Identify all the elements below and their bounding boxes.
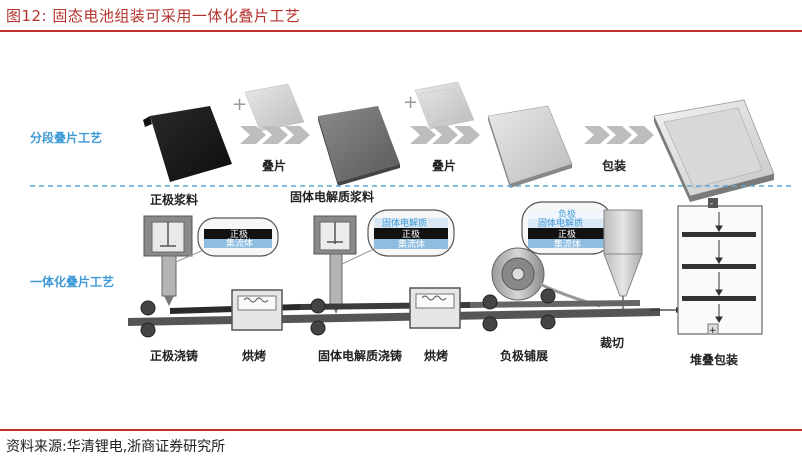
drying-oven-2 (409, 287, 461, 329)
electrolyte-slurry-label: 固体电解质浆料 (290, 189, 374, 204)
figure-title: 图12: 固态电池组装可采用一体化叠片工艺 (6, 7, 301, 25)
layer-electrolyte-3: 固体电解质 (538, 217, 583, 229)
chevron-arrows-3 (584, 126, 654, 144)
layer-anode-3: 负极 (558, 208, 576, 220)
stack-package-box: - + (677, 198, 763, 336)
step-stack-2-label: 叠片 (432, 158, 456, 173)
plus-sign-2: + (403, 92, 418, 113)
cutter-hopper (603, 209, 643, 314)
layer-cathode-1: 正极 (230, 228, 248, 240)
layer-cathode-2: 正极 (402, 228, 420, 240)
step-stack-1-label: 叠片 (262, 158, 286, 173)
layer-stack-bubble-3: 负极 固体电解质 正极 集流体 (521, 201, 613, 255)
chevron-arrows-2 (410, 126, 480, 144)
packaged-pouch-cell (653, 99, 775, 202)
bottom-rule (0, 429, 802, 431)
layer-collector-2: 集流体 (398, 238, 425, 250)
layer-stack-bubble-1: 正极 集流体 (175, 217, 279, 263)
layer-cathode-3: 正极 (558, 228, 576, 240)
separator-sheet-1 (244, 83, 305, 132)
electrode-stack-grey (318, 106, 400, 186)
integrated-section-label: 一体化叠片工艺 (30, 274, 114, 289)
electrode-sheet-dark (143, 106, 232, 182)
chevron-arrows-1 (240, 126, 310, 144)
electrolyte-slurry-tank (313, 215, 357, 314)
cathode-slurry-label: 正极浆料 (150, 192, 198, 207)
step-stack-packaging: 堆叠包装 (690, 352, 738, 367)
source-note: 资料来源:华清锂电,浙商证券研究所 (6, 439, 226, 455)
separator-sheet-2 (414, 81, 475, 130)
step-package-label: 包装 (601, 158, 626, 173)
layer-stack-bubble-2: 固体电解质 正极 集流体 (341, 209, 455, 265)
step-anode-spreading: 负极铺展 (500, 348, 548, 363)
step-baking-1: 烘烤 (242, 348, 266, 363)
drying-oven-1 (231, 289, 283, 331)
plus-sign-1: + (232, 94, 247, 115)
segmented-section-label: 分段叠片工艺 (30, 130, 102, 145)
step-cathode-casting: 正极浇铸 (150, 348, 198, 363)
cathode-slurry-tank (143, 215, 193, 306)
layer-electrolyte-2: 固体电解质 (382, 217, 427, 229)
layer-collector-3: 集流体 (554, 238, 581, 250)
stack-mark-minus: - (710, 199, 713, 209)
stack-mark-plus: + (709, 326, 717, 336)
conveyor-belt (128, 288, 682, 338)
top-rule (0, 30, 802, 32)
step-cutting: 裁切 (600, 335, 624, 350)
step-electrolyte-casting: 固体电解质浇铸 (318, 348, 402, 363)
anode-foil-roll (491, 247, 601, 308)
cell-stack-light (487, 105, 573, 188)
step-baking-2: 烘烤 (424, 348, 448, 363)
process-diagram: 分段叠片工艺 + 叠片 + 叠片 包装 (30, 81, 795, 367)
layer-collector-1: 集流体 (226, 237, 253, 249)
